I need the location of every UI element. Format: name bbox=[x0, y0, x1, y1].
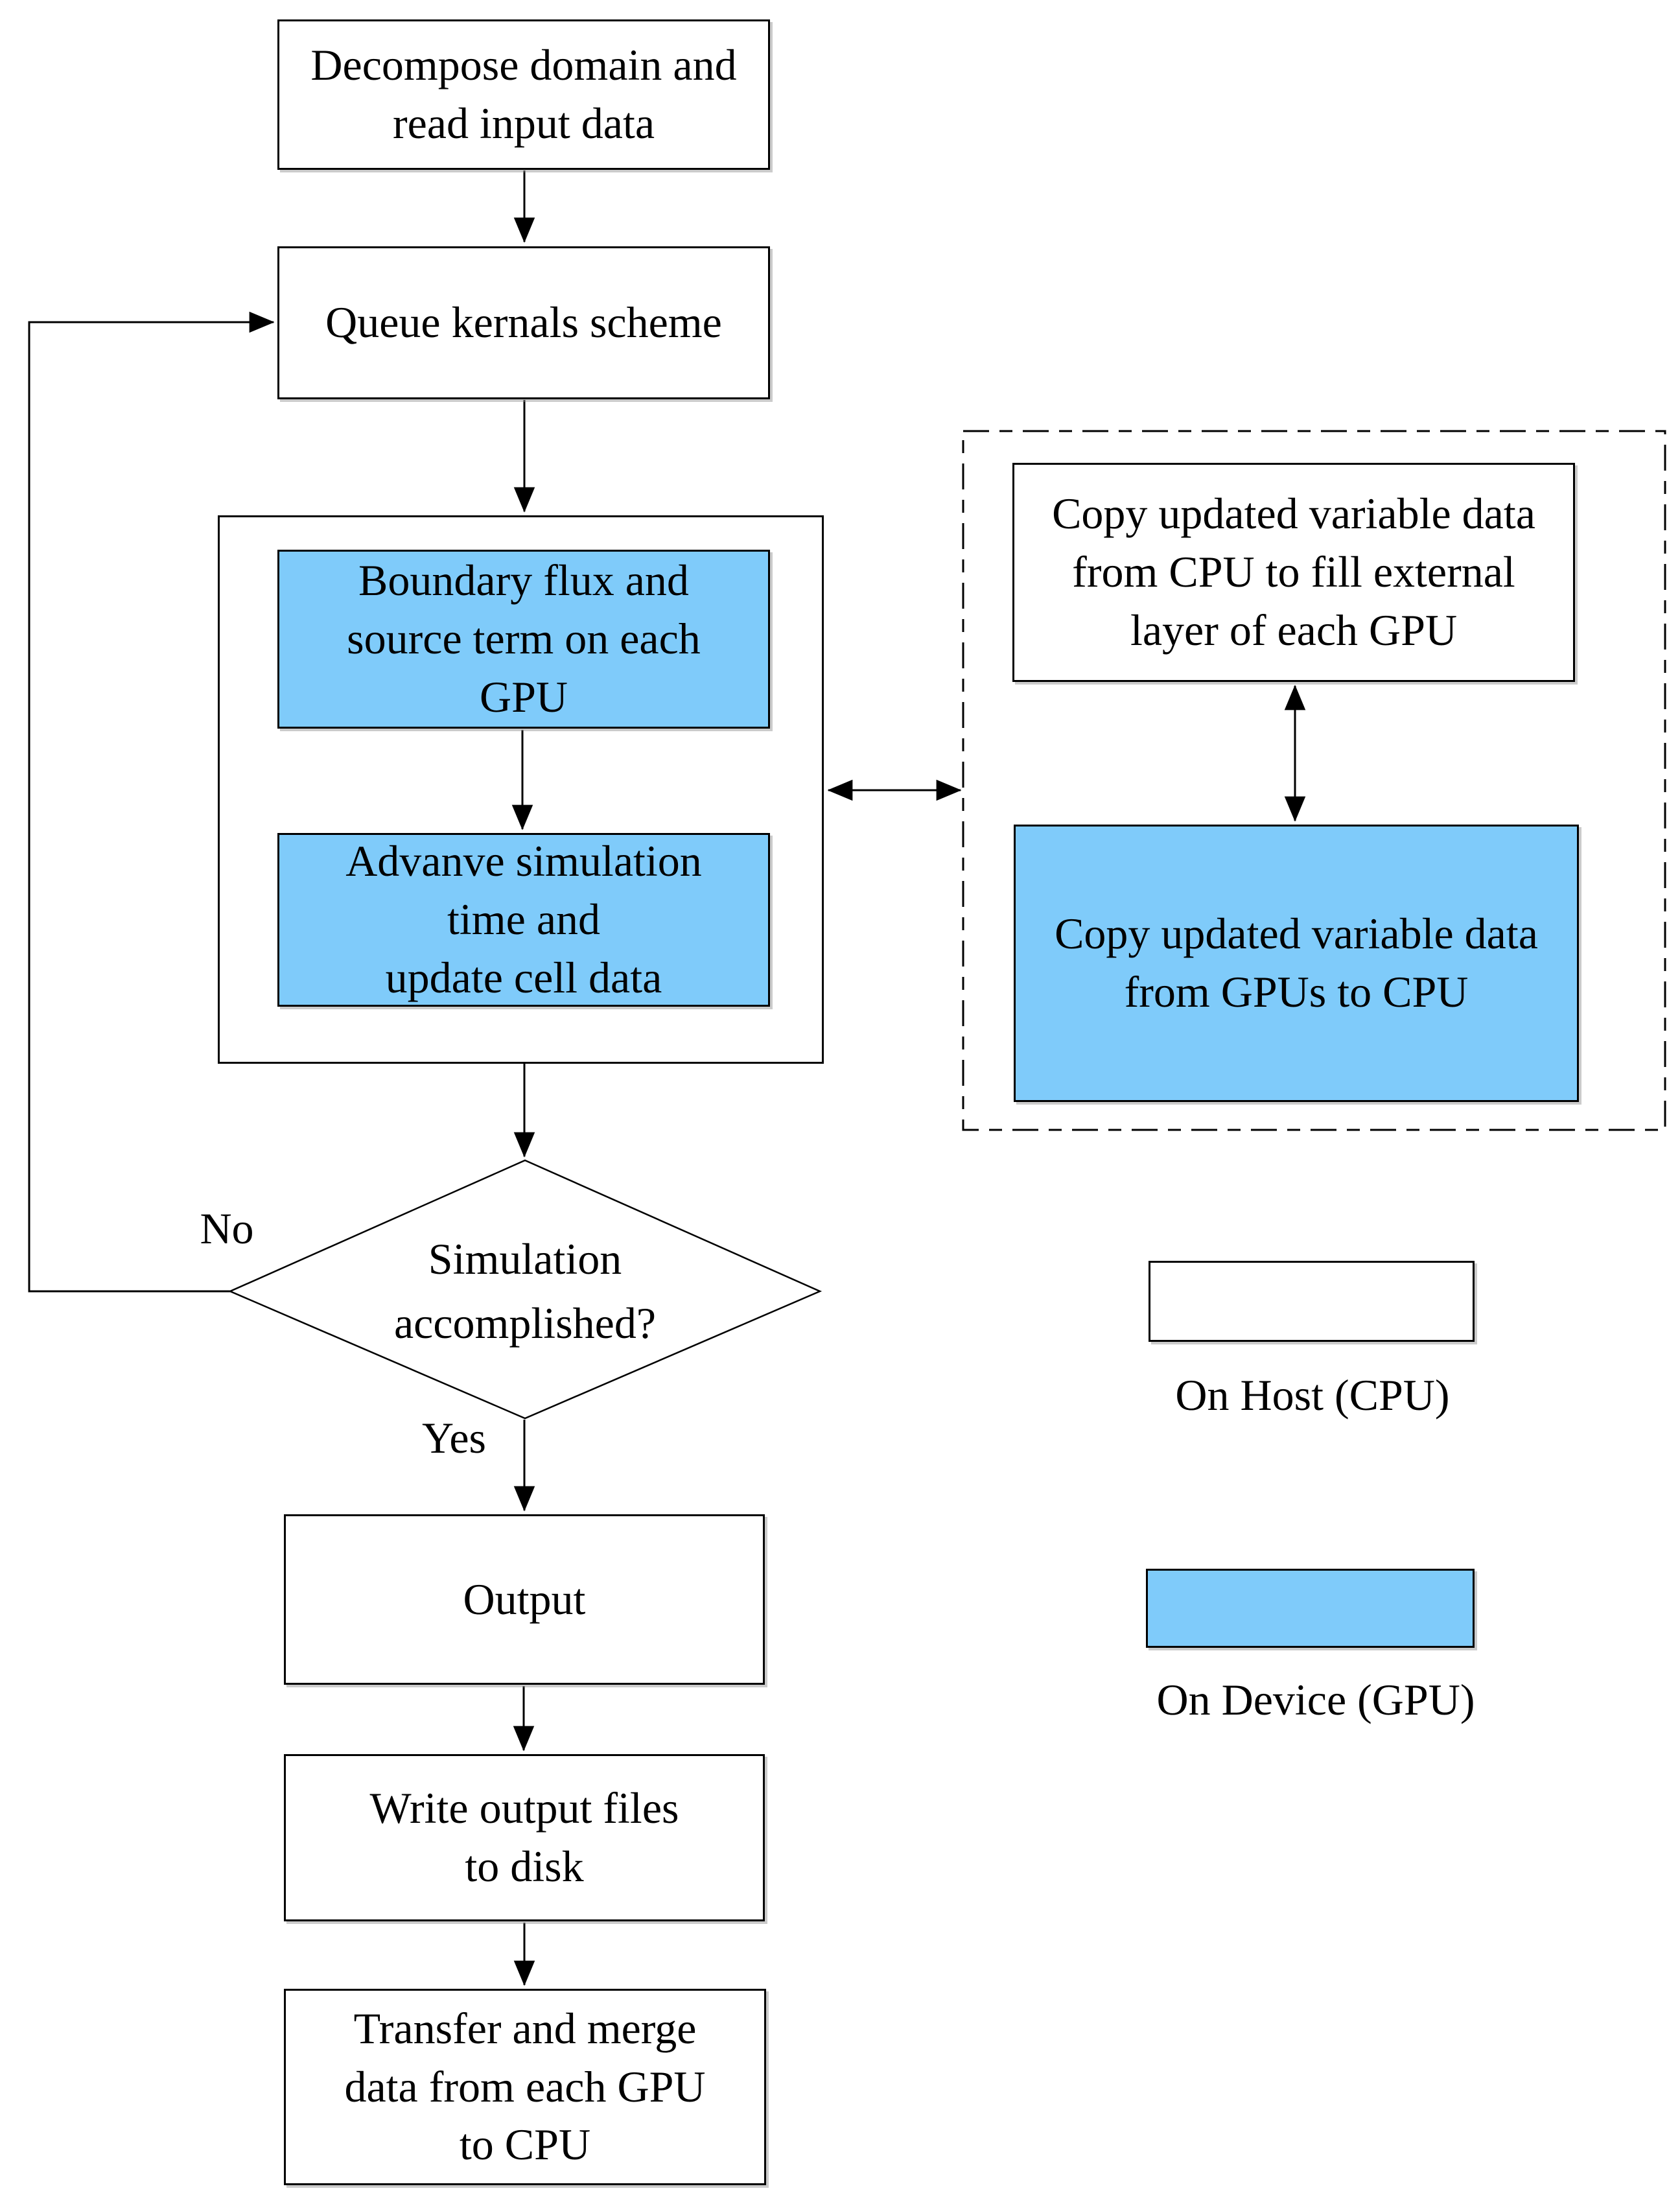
branch-label-no: No bbox=[200, 1204, 254, 1253]
decision-diamond-shape bbox=[228, 1159, 822, 1420]
node-decision-label: Simulation accomplished? bbox=[393, 1234, 657, 1348]
legend-host-label: On Host (CPU) bbox=[1175, 1370, 1450, 1420]
node-copy-gpu-to-cpu: Copy updated variable data from GPUs to … bbox=[1014, 825, 1579, 1102]
node-write-output-files: Write output files to disk bbox=[284, 1754, 765, 1921]
node-output: Output bbox=[284, 1514, 765, 1685]
node-boundary-flux: Boundary flux and source term on each GP… bbox=[277, 550, 770, 729]
legend-device-label: On Device (GPU) bbox=[1156, 1675, 1475, 1724]
node-copy-cpu-to-gpu: Copy updated variable data from CPU to f… bbox=[1012, 463, 1575, 682]
arrow-no-loop-to-queue bbox=[28, 311, 275, 1293]
branch-label-yes: Yes bbox=[422, 1413, 486, 1462]
node-advance-simulation: Advanve simulation time and update cell … bbox=[277, 833, 770, 1007]
gpu-steps-container bbox=[218, 515, 824, 1064]
node-decompose-domain: Decompose domain and read input data bbox=[277, 19, 770, 170]
node-queue-kernals: Queue kernals scheme bbox=[277, 246, 770, 399]
node-transfer-merge: Transfer and merge data from each GPU to… bbox=[284, 1989, 766, 2185]
legend-host-swatch bbox=[1149, 1261, 1475, 1342]
copy-group-dashed-border bbox=[962, 430, 1666, 1131]
legend-device-swatch bbox=[1146, 1569, 1475, 1648]
